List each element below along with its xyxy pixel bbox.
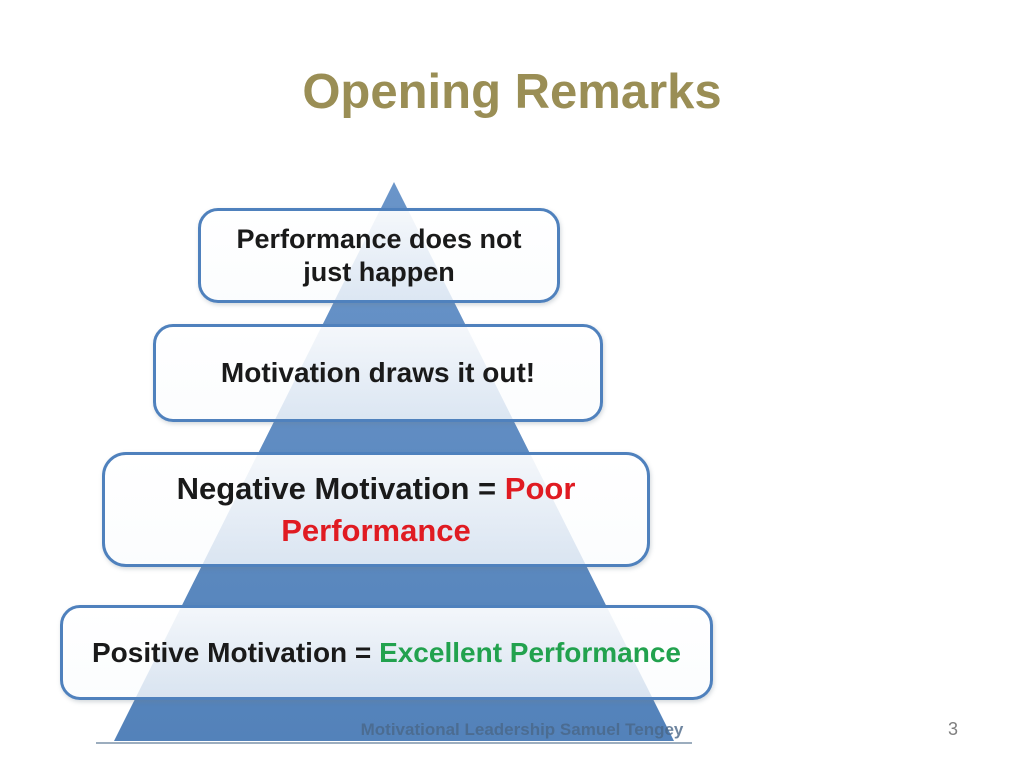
- callout-line: just happen: [303, 256, 455, 289]
- callout-negative-motivation: Negative Motivation = Poor Performance: [102, 452, 650, 567]
- callout-text-segment: Performance does not: [236, 223, 522, 254]
- callout-text-segment: just happen: [303, 256, 455, 287]
- callout-line: Motivation draws it out!: [221, 356, 535, 390]
- callout-text-segment: Negative Motivation =: [176, 470, 505, 506]
- callout-performance-does-not-just-happen: Performance does not just happen: [198, 208, 560, 303]
- callout-text-segment: Motivation draws it out!: [220, 357, 536, 388]
- callout-line: Positive Motivation = Excellent Performa…: [92, 636, 681, 670]
- page-number: 3: [948, 719, 959, 739]
- callout-text-segment: Positive Motivation =: [92, 636, 380, 668]
- footer-text: Motivational Leadership Samuel Tengey: [360, 720, 684, 739]
- callout-line: Performance: [281, 510, 471, 552]
- callout-text-segment-green: Excellent Performance: [379, 636, 681, 668]
- callout-line: Negative Motivation = Poor: [177, 468, 576, 510]
- callout-motivation-draws-it-out: Motivation draws it out!: [153, 324, 603, 422]
- callout-line: Performance does not: [236, 223, 521, 256]
- slide-title: Opening Remarks: [302, 65, 722, 119]
- pyramid-base-line: [96, 742, 692, 744]
- callout-positive-motivation: Positive Motivation = Excellent Performa…: [60, 605, 713, 700]
- callout-text-segment-red: Poor: [504, 470, 576, 506]
- callout-text-segment-red: Performance: [281, 512, 471, 548]
